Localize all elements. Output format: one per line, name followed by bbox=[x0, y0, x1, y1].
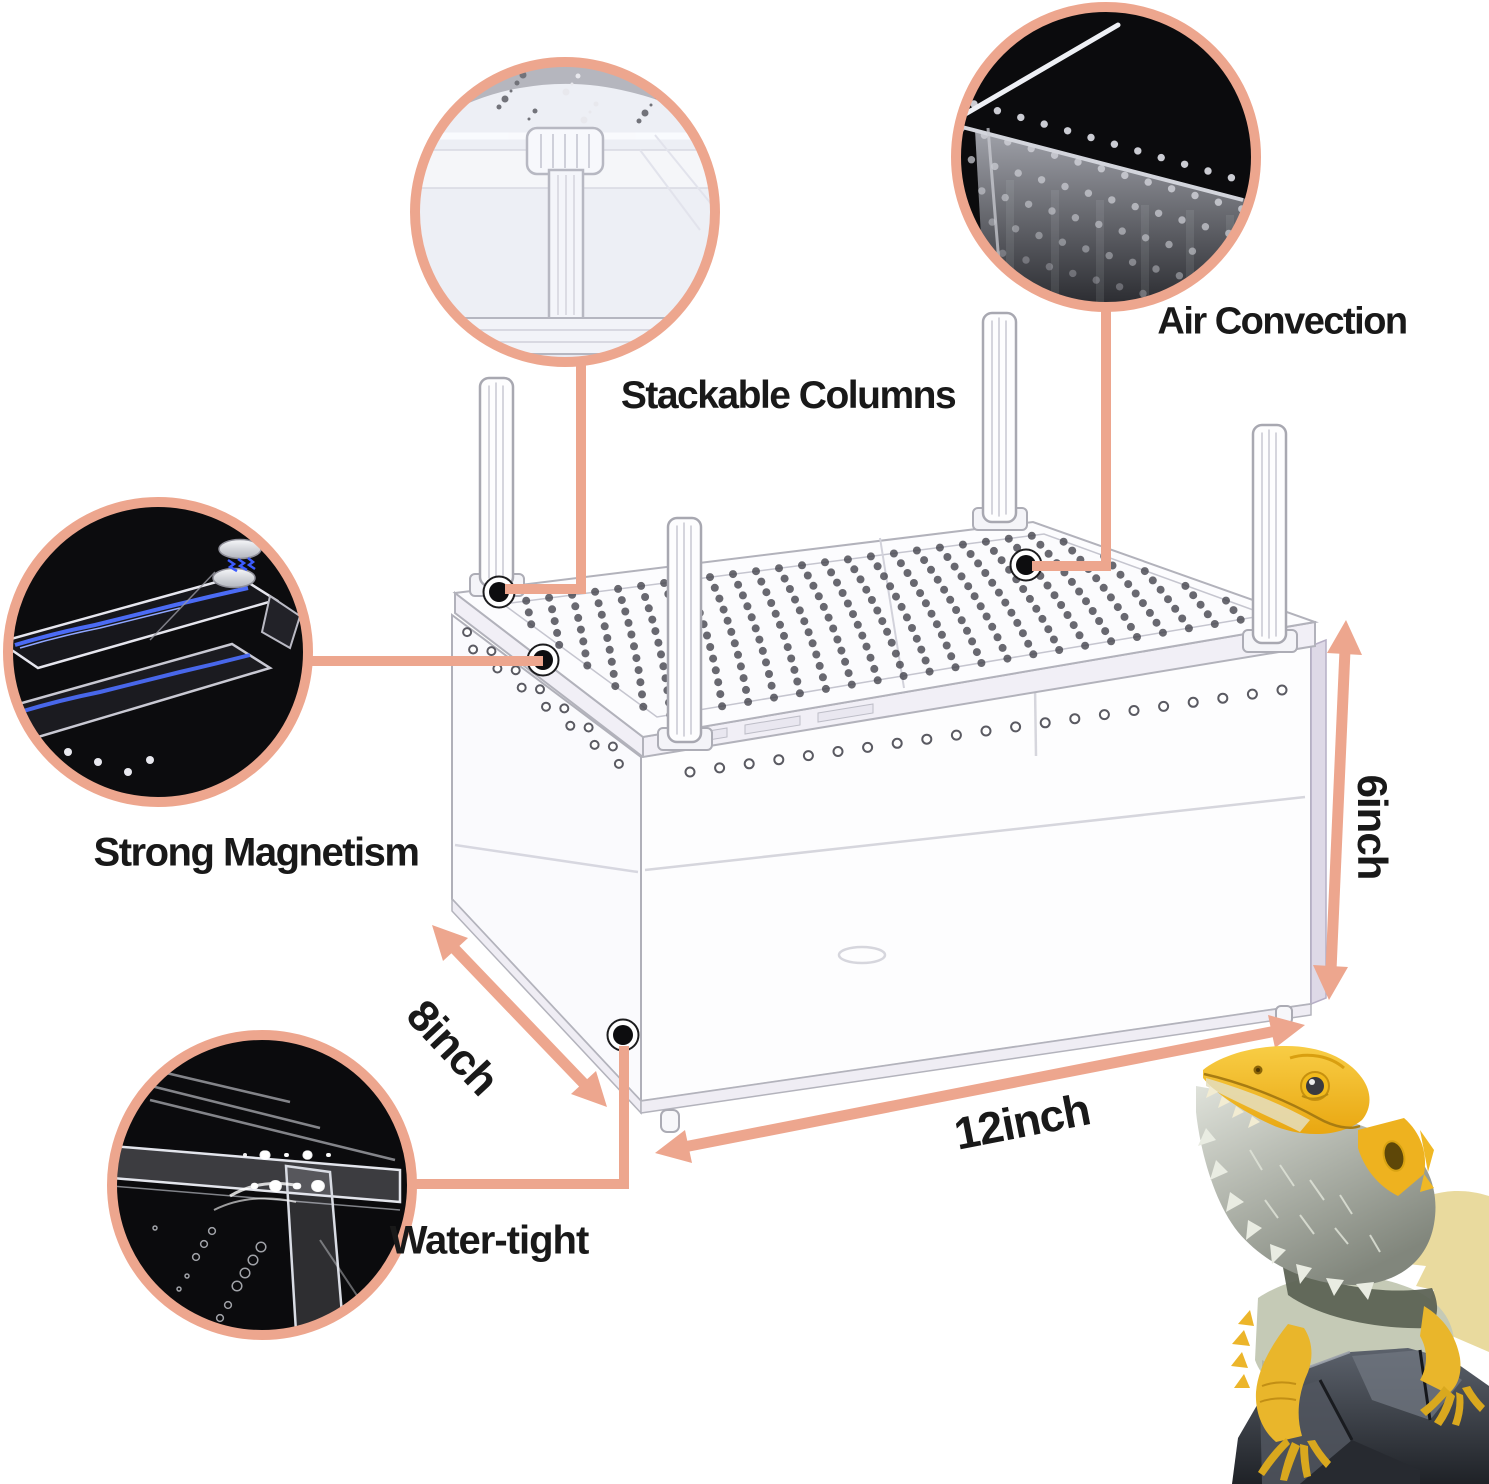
vent-holes-front bbox=[684, 684, 1288, 778]
left-claws bbox=[1258, 1438, 1331, 1481]
arrow-6inch bbox=[1313, 620, 1362, 1000]
feature-label-water-tight: Water-tight bbox=[389, 1218, 590, 1263]
stacking-column bbox=[1242, 423, 1298, 653]
callout-circle-water-tight bbox=[107, 1030, 417, 1340]
stacking-column bbox=[657, 516, 713, 751]
terrarium-box bbox=[451, 311, 1327, 1133]
stacking-column bbox=[469, 376, 525, 597]
callout-connectors bbox=[300, 300, 1111, 1189]
callout-circle-strong-magnetism bbox=[3, 497, 313, 807]
dimension-label-height: 6inch bbox=[1349, 774, 1396, 880]
callout-circle-stackable-columns bbox=[410, 57, 720, 367]
feature-label-air-convection: Air Convection bbox=[1157, 300, 1408, 343]
arrow-8inch bbox=[432, 925, 607, 1107]
stacking-columns bbox=[469, 311, 1298, 751]
vent-holes-left bbox=[462, 627, 624, 769]
arrow-12inch bbox=[655, 1015, 1305, 1163]
bearded-dragon-photo bbox=[1196, 1046, 1489, 1484]
dimension-arrows bbox=[432, 620, 1362, 1163]
lid-perforation bbox=[499, 531, 1271, 719]
feature-label-strong-magnetism: Strong Magnetism bbox=[93, 830, 420, 875]
callout-circle-air-convection bbox=[951, 2, 1261, 312]
feature-label-stackable-columns: Stackable Columns bbox=[620, 374, 957, 417]
stacking-column bbox=[972, 311, 1028, 531]
right-claws bbox=[1420, 1386, 1485, 1426]
